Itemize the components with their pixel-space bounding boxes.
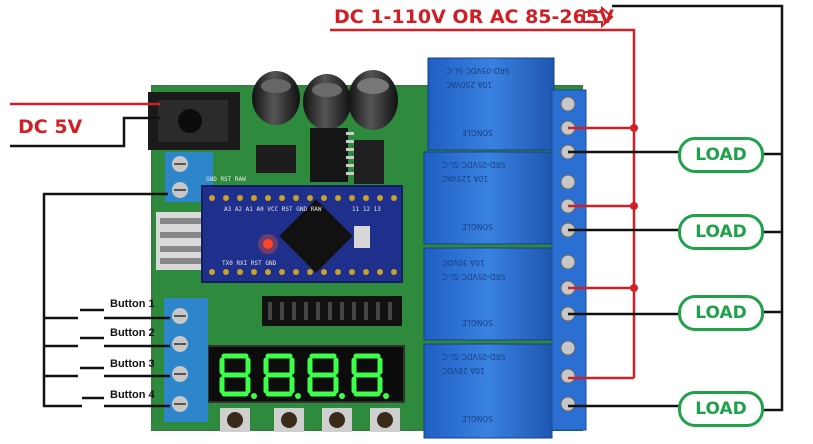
load-label-4: LOAD — [678, 391, 764, 427]
relay-3-brand: SONGLE — [462, 318, 494, 327]
relay-terminal-strip — [551, 89, 587, 431]
relay-3-model: SRD-05VDC-SL-C — [442, 272, 506, 281]
relay-2-rating: 10A 125VAC — [442, 174, 489, 183]
red-wires — [10, 28, 636, 380]
ac-power-label: DC 1-110V OR AC 85-265V — [334, 6, 614, 28]
arrow-right-icon — [583, 5, 614, 29]
relay-3 — [423, 247, 553, 341]
button-label-3: Button 3 — [110, 358, 155, 370]
arduino-pins-top: GND RST RAW — [206, 176, 246, 183]
load-label-3: LOAD — [678, 295, 764, 331]
relay-1 — [427, 57, 555, 151]
relay-1-rating: 10A 250VAC — [446, 80, 493, 89]
relay-1-model: SRD-05VDC-SL-C — [446, 66, 510, 75]
arduino-pro-mini — [201, 185, 403, 283]
capacitors — [252, 70, 398, 130]
relay-4 — [423, 343, 553, 439]
button-label-4: Button 4 — [110, 389, 155, 401]
screw-terminal-buttons — [164, 298, 208, 422]
arduino-pins-bottom: TX0 RXI RST GND — [222, 260, 277, 267]
load-label-2: LOAD — [678, 214, 764, 250]
header-pins — [156, 212, 206, 270]
relay-2 — [423, 151, 553, 245]
relay-2-model: SRD-05VDC-SL-C — [442, 160, 506, 169]
relay-4-brand: SONGLE — [462, 414, 494, 423]
button-label-2: Button 2 — [110, 327, 155, 339]
button-label-1: Button 1 — [110, 298, 155, 310]
relay-4-rating: 10A 28VDC — [442, 366, 485, 375]
tactile-buttons — [220, 408, 400, 432]
relay-4-model: SRD-05VDC-SL-C — [442, 352, 506, 361]
load-label-1: LOAD — [678, 137, 764, 173]
relay-1-brand: SONGLE — [462, 128, 494, 137]
relay-2-brand: SONGLE — [462, 222, 494, 231]
power-ic — [310, 128, 348, 182]
arduino-pins-top2: A3 A2 A1 A0 VCC RST GND RAW — [224, 206, 322, 213]
dc-power-label: DC 5V — [18, 116, 83, 138]
arduino-pins-side: 11 12 13 — [352, 206, 381, 213]
regulator-chip — [256, 145, 296, 173]
led-display — [207, 345, 405, 403]
dc-barrel-jack — [148, 92, 240, 150]
relay-3-rating: 10A 30VDC — [442, 258, 485, 267]
